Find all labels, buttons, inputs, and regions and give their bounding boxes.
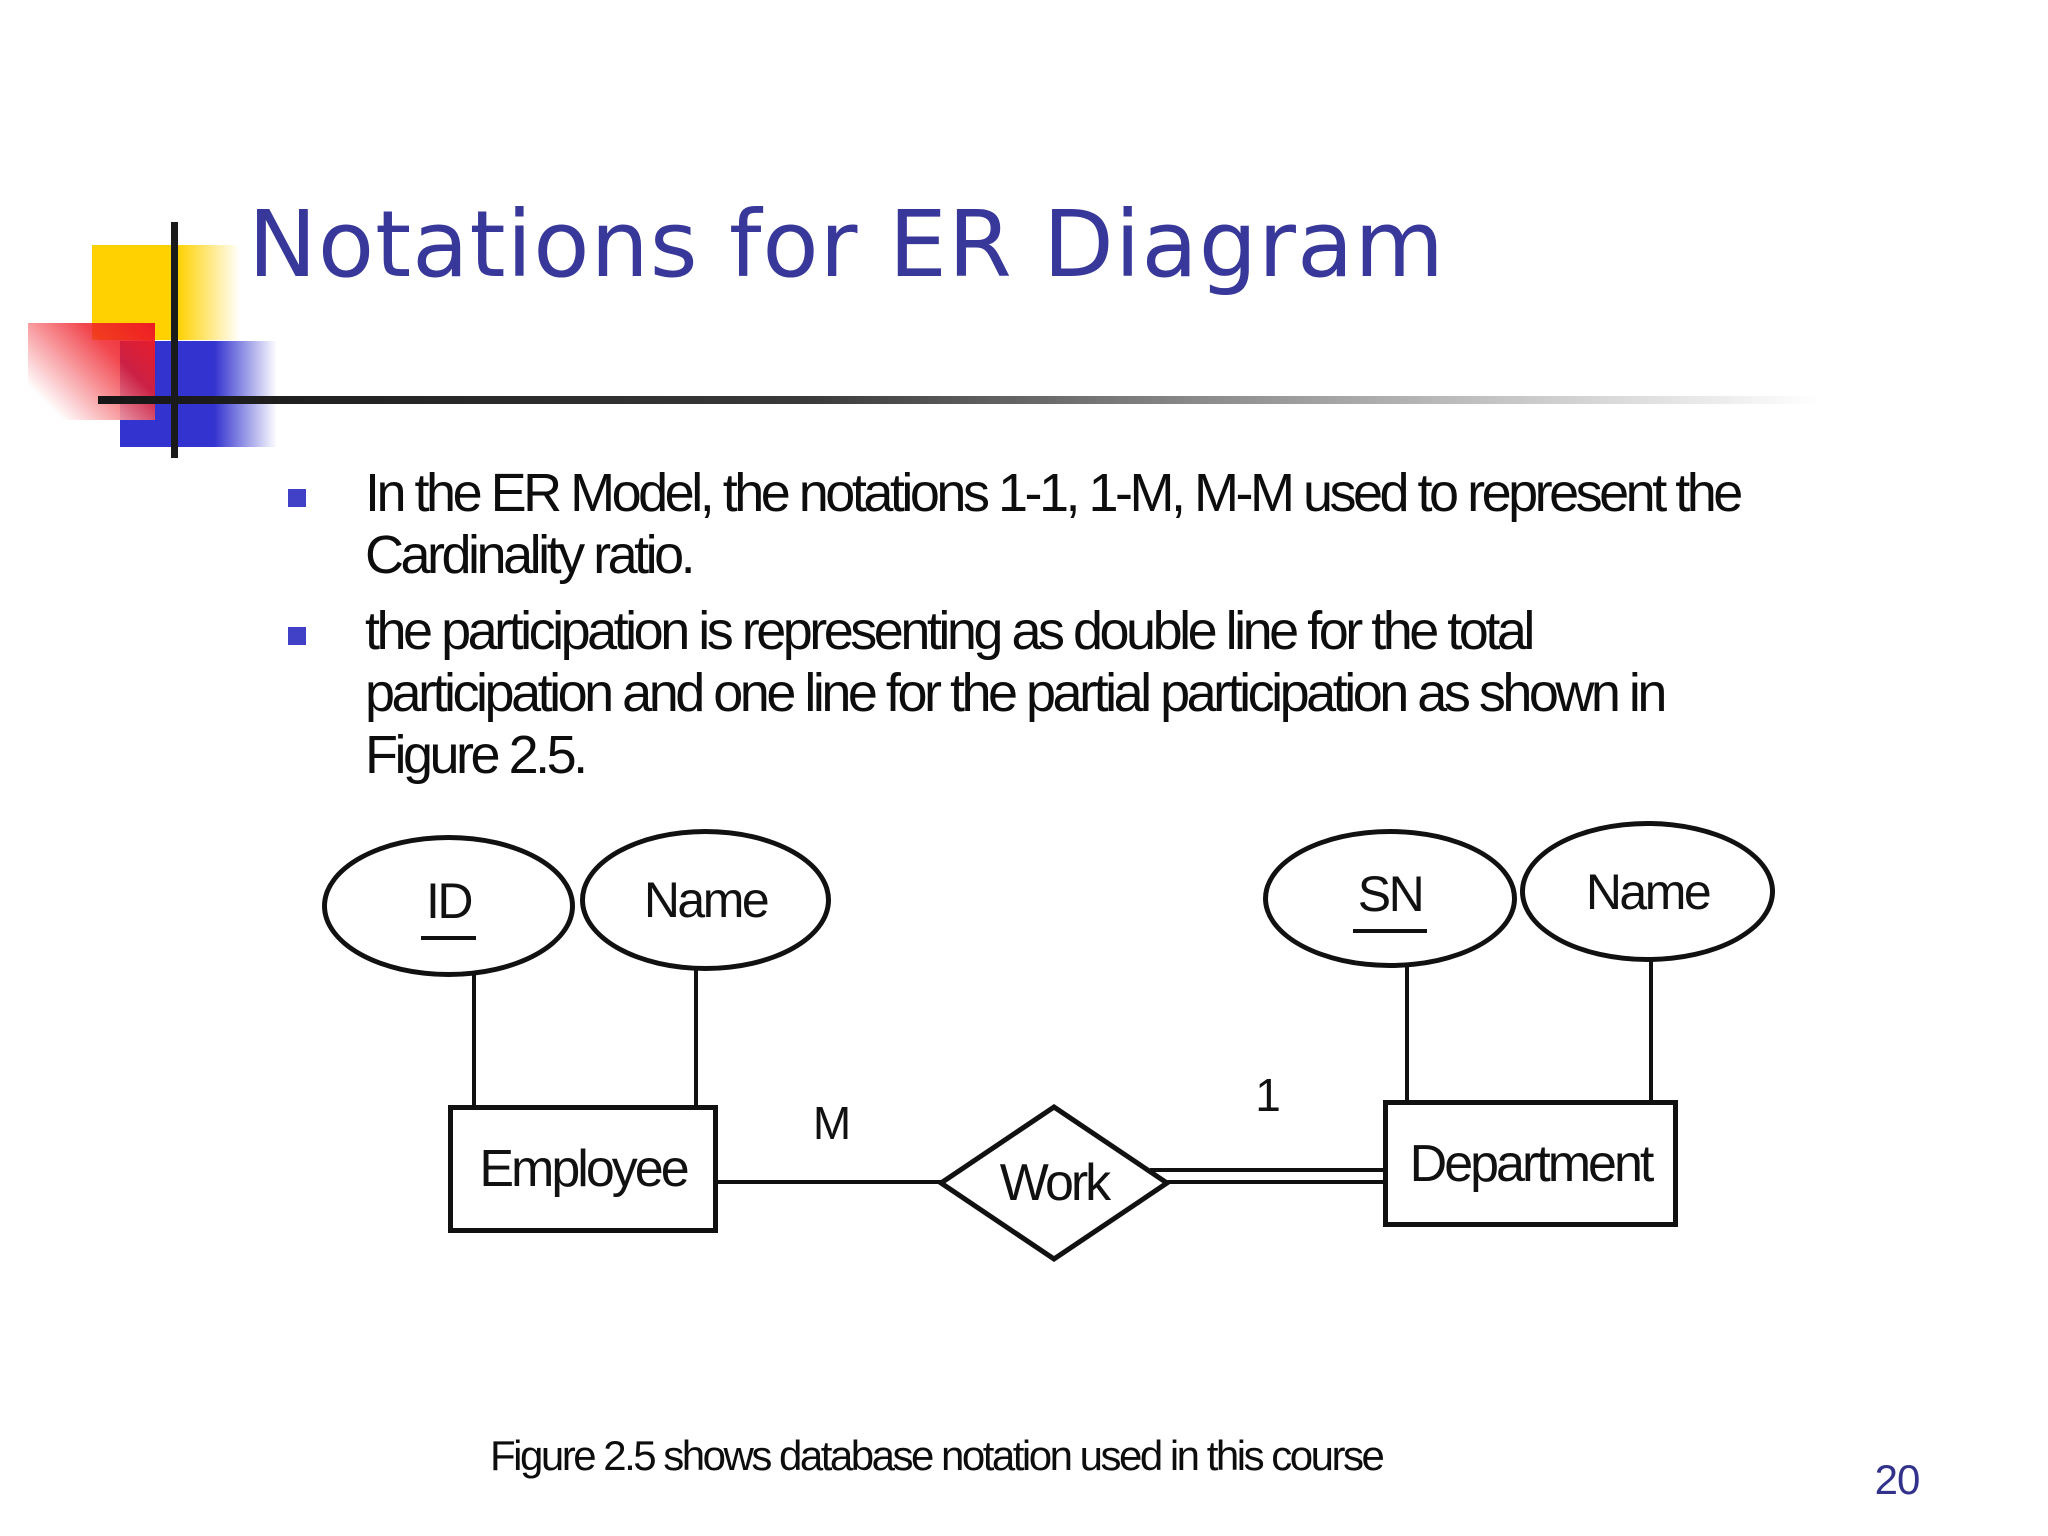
edge-sn-department [1405, 965, 1409, 1103]
bullet-list: In the ER Model, the notations 1-1, 1-M,… [288, 462, 1948, 800]
edge-employee-work-single-line [716, 1180, 942, 1184]
cardinality-label-m: M [812, 1097, 851, 1149]
attribute-ellipse-name-employee: Name [580, 829, 831, 971]
bullet-line: In the ER Model, the notations 1-1, 1-M,… [365, 463, 1743, 523]
relationship-label: Work [938, 1104, 1170, 1262]
attribute-label-name: Name [643, 872, 770, 928]
attribute-ellipse-sn: SN [1263, 829, 1517, 968]
title-underline-rule [98, 396, 1873, 404]
edge-work-department-double-line-bottom [1160, 1180, 1383, 1184]
edge-name-employee [694, 968, 698, 1108]
attribute-ellipse-id: ID [322, 835, 575, 977]
bullet-item-participation: the participation is representing as dou… [288, 600, 1948, 786]
entity-rect-employee: Employee [448, 1105, 718, 1233]
decor-vertical-line [171, 222, 178, 458]
bullet-line: Cardinality ratio. [365, 525, 696, 585]
edge-name-department [1649, 959, 1653, 1103]
bullet-line: Figure 2.5. [365, 725, 588, 785]
diamond-shape [938, 1104, 1170, 1262]
bullet-text: In the ER Model, the notations 1-1, 1-M,… [365, 462, 1743, 586]
bullet-item-cardinality: In the ER Model, the notations 1-1, 1-M,… [288, 462, 1948, 586]
bullet-line: participation and one line for the parti… [365, 663, 1667, 723]
bullet-square-icon [288, 627, 306, 645]
edge-work-department-double-line-top [1150, 1168, 1383, 1172]
entity-label-employee: Employee [479, 1140, 689, 1198]
page-number: 20 [1874, 1456, 1921, 1503]
entity-rect-department: Department [1383, 1100, 1678, 1227]
relationship-diamond-work: Work [938, 1104, 1170, 1262]
attribute-ellipse-name-department: Name [1520, 821, 1775, 962]
attribute-label-name: Name [1585, 863, 1712, 920]
attribute-label-id: ID [421, 872, 476, 940]
bullet-text: the participation is representing as dou… [365, 600, 1667, 786]
relationship-label-text: Work [999, 1154, 1111, 1212]
page-title: Notations for ER Diagram [248, 191, 1445, 298]
attribute-label-sn: SN [1352, 865, 1428, 933]
edge-id-employee [472, 974, 476, 1108]
entity-label-department: Department [1409, 1134, 1655, 1193]
decor-red-square [28, 323, 155, 420]
bullet-square-icon [288, 489, 306, 507]
bullet-line: the participation is representing as dou… [365, 601, 1535, 661]
cardinality-label-1: 1 [1255, 1069, 1281, 1121]
figure-caption: Figure 2.5 shows database notation used … [490, 1432, 1385, 1479]
